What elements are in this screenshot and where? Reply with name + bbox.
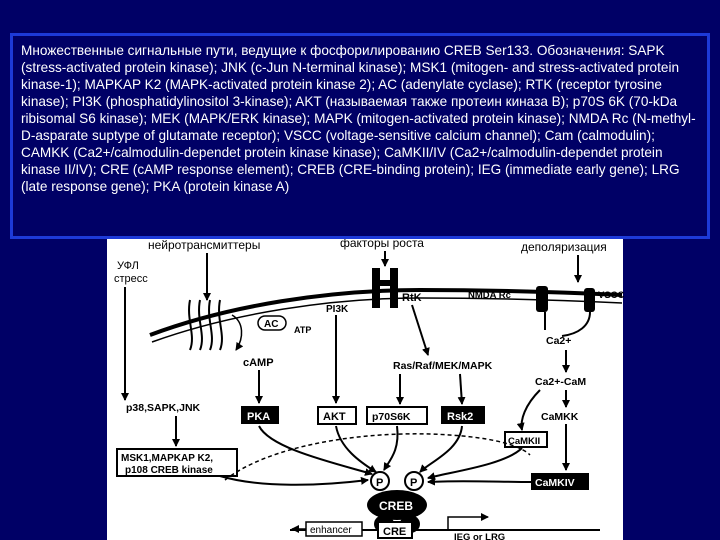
label-cacam: Ca2+-CaM bbox=[535, 376, 586, 388]
label-ac: AC bbox=[264, 319, 278, 330]
vscc-channel bbox=[584, 288, 595, 312]
label-p108: p108 CREB kinase bbox=[125, 465, 213, 476]
label-pka: PKA bbox=[247, 411, 270, 423]
label-nmda: NMDA Rc bbox=[468, 290, 511, 301]
label-rsk2: Rsk2 bbox=[447, 411, 473, 423]
label-p38: p38,SAPK,JNK bbox=[126, 402, 201, 414]
caption-text: Множественные сигнальные пути, ведущие к… bbox=[10, 33, 710, 239]
label-akt: AKT bbox=[323, 411, 346, 423]
label-ca2: Ca2+ bbox=[546, 335, 571, 347]
arrow-camkiv-creb bbox=[428, 481, 531, 482]
label-ras: Ras/Raf/MEK/MAPK bbox=[393, 360, 493, 372]
label-ieg-lrg: IEG or LRG bbox=[454, 532, 505, 540]
label-vscc: VSCC bbox=[598, 290, 625, 301]
label-creb: CREB bbox=[379, 499, 413, 513]
label-phosphate-right: P bbox=[410, 477, 417, 489]
label-stress: стресс bbox=[114, 273, 148, 285]
label-p70s6k: p70S6K bbox=[372, 411, 411, 423]
label-camkk: CaMKK bbox=[541, 411, 579, 423]
label-neurotransmitters: нейротрансмиттеры bbox=[148, 238, 260, 252]
label-ufl: УФЛ bbox=[117, 260, 139, 272]
nmda-receptor bbox=[536, 286, 548, 312]
label-camkiv: CaMKIV bbox=[535, 477, 575, 489]
label-depolarization: деполяризация bbox=[521, 240, 607, 254]
label-atp: ATP bbox=[294, 325, 311, 335]
label-camp: cAMP bbox=[243, 357, 274, 369]
label-phosphate-left: P bbox=[376, 477, 383, 489]
label-cre: CRE bbox=[383, 526, 406, 538]
label-rtk: RtK bbox=[402, 292, 422, 304]
label-enhancer: enhancer bbox=[310, 525, 352, 536]
label-msk1: MSK1,MAPKAP K2, bbox=[121, 453, 213, 464]
label-pi3k: PI3K bbox=[326, 304, 349, 315]
